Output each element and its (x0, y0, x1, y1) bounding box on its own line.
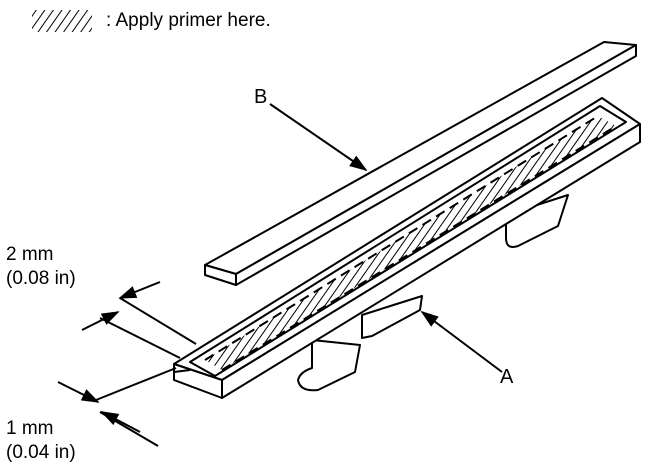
legend-text: : Apply primer here. (106, 10, 271, 31)
callout-label-a: A (500, 366, 514, 388)
hatch-swatch-icon (32, 10, 92, 32)
clip-right (505, 194, 569, 248)
dimension-1mm (57, 367, 177, 447)
part-a-channel (173, 97, 641, 399)
dimension-2mm-imperial: (0.08 in) (6, 268, 76, 289)
dimension-1mm-metric: 1 mm (6, 418, 54, 439)
dimension-2mm (81, 281, 197, 359)
callout-b-leader (269, 103, 368, 172)
clip-left (297, 339, 361, 392)
callout-label-b: B (254, 86, 268, 108)
part-b-strip (204, 41, 637, 286)
dimension-1mm-imperial: (0.04 in) (6, 442, 76, 463)
clip-middle (361, 295, 423, 339)
callout-a-leader (420, 310, 503, 373)
dimension-2mm-metric: 2 mm (6, 244, 54, 265)
